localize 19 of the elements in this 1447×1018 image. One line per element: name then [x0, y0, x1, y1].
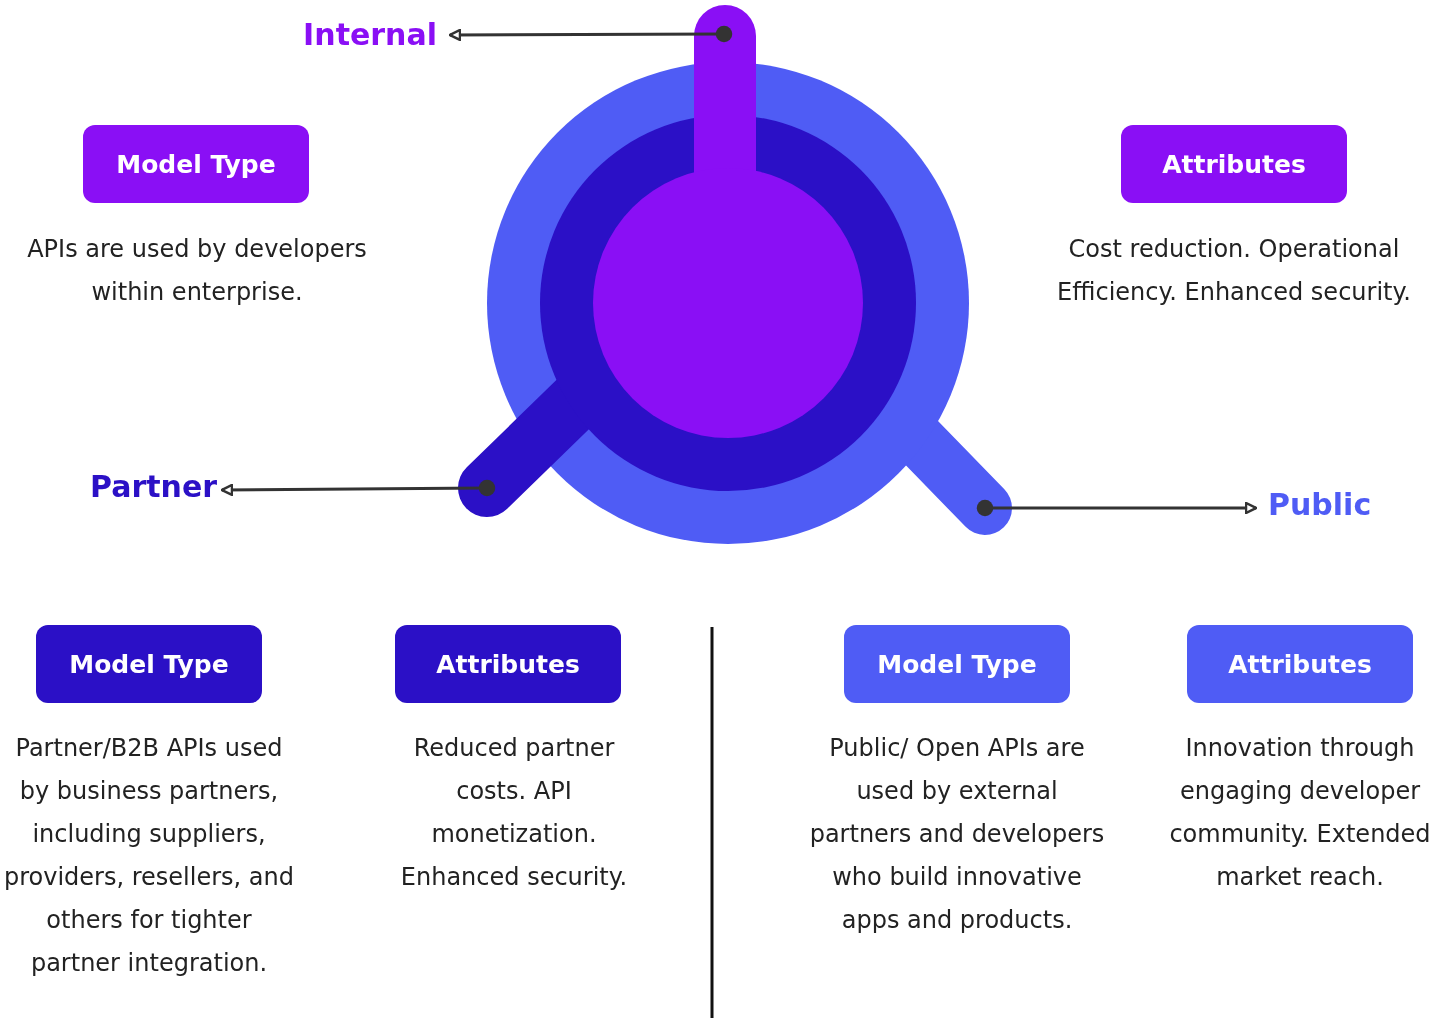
heading-badge: Model Type — [83, 125, 309, 203]
heading-badge: Attributes — [395, 625, 621, 703]
inner-circle — [593, 5, 863, 438]
heading-badge: Attributes — [1121, 125, 1347, 203]
description-text: Innovation through engaging developer community. Extended market reach. — [1168, 733, 1432, 893]
leader-line — [220, 479, 496, 497]
description-text: Public/ Open APIs are used by external partners and developers who build innovative apps and products. — [808, 733, 1106, 936]
heading-badge: Model Type — [844, 625, 1070, 703]
category-label: Public — [1268, 487, 1372, 523]
description-text: Partner/B2B APIs used by business partners, including suppliers, providers, resellers, and others for tighter partner integration. — [3, 733, 295, 979]
category-label: Partner — [90, 469, 218, 505]
leader-line — [448, 25, 733, 43]
description-text: Reduced partner costs. API monetization. Enhanced security. — [399, 733, 629, 893]
category-label: Internal — [303, 17, 437, 53]
leader-line — [976, 499, 1258, 517]
description-text: Cost reduction. Operational Efficiency. Enhanced security. — [1056, 234, 1412, 308]
heading-badge: Model Type — [36, 625, 262, 703]
description-text: APIs are used by developers within enterprise. — [26, 234, 368, 308]
heading-badge: Attributes — [1187, 625, 1413, 703]
